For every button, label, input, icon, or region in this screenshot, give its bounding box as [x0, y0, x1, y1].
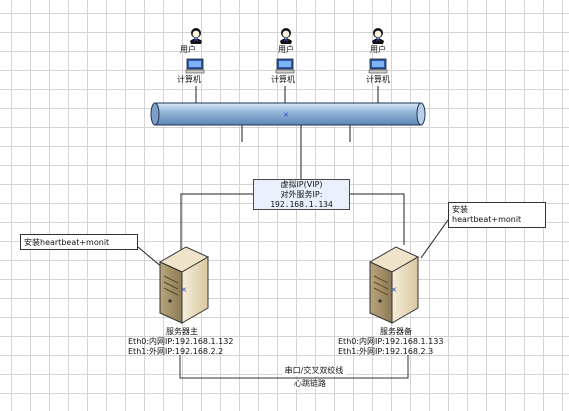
svg-text:×: ×: [283, 110, 290, 119]
pc-bus-links: [195, 86, 379, 142]
computer-label-1: 计算机: [177, 75, 201, 84]
backup-install-note: 安装 heartbeat+monit: [448, 202, 546, 228]
vip-title: 虚拟IP(VIP): [280, 180, 323, 189]
computer-icon-2: [275, 58, 295, 74]
master-install-note: 安装heartbeat+monit: [20, 234, 138, 250]
user-label-3: 用户: [370, 45, 386, 54]
heartbeat-link-sublabel: 心跳链路: [292, 379, 328, 389]
svg-text:×: ×: [391, 285, 398, 294]
master-install-text: 安装heartbeat+monit: [24, 238, 110, 247]
master-server-label: 服务器主: [166, 327, 198, 336]
computer-label-3: 计算机: [366, 75, 390, 84]
network-bus: ×: [150, 102, 426, 126]
user-label-2: 用户: [278, 45, 294, 54]
master-eth0: Eth0:内网IP:192.168.1.132: [128, 337, 234, 346]
svg-text:×: ×: [181, 285, 188, 294]
svg-text:×: ×: [375, 35, 382, 44]
computer-icon-3: [368, 58, 388, 74]
user-icon-3: ×: [372, 28, 384, 44]
vip-backup-link: [350, 193, 405, 245]
svg-text:×: ×: [193, 35, 200, 44]
backup-server-label: 服务器备: [380, 327, 412, 336]
heartbeat-link-label: 串口/交叉双绞线: [282, 366, 346, 376]
backup-install-text-2: heartbeat+monit: [452, 215, 522, 224]
backup-eth1: Eth1:外网IP:192.168.2.3: [338, 347, 434, 356]
computer-icon-1: [185, 58, 205, 74]
svg-text:×: ×: [283, 35, 290, 44]
master-eth1: Eth1:外网IP:192.168.2.2: [128, 347, 224, 356]
vip-server-links: [180, 193, 405, 250]
user-icon-2: ×: [280, 28, 292, 44]
heartbeat-link: [179, 355, 409, 379]
backup-install-text-1: 安装: [452, 205, 468, 214]
backup-eth0: Eth0:内网IP:192.168.1.133: [338, 337, 444, 346]
user-icon-1: ×: [190, 28, 202, 44]
left-note-leader: [137, 246, 164, 269]
computer-label-2: 计算机: [271, 75, 295, 84]
vip-address: 192.168.1.134: [270, 200, 333, 209]
vip-box: 虚拟IP(VIP) 对外服务IP: 192.168.1.134: [253, 179, 350, 210]
user-label-1: 用户: [180, 45, 196, 54]
vip-master-link: [180, 193, 253, 250]
backup-server-icon: ×: [368, 246, 420, 324]
right-note-leader: [420, 219, 449, 259]
master-server-icon: ×: [158, 246, 210, 324]
vip-subtitle: 对外服务IP:: [280, 190, 323, 199]
